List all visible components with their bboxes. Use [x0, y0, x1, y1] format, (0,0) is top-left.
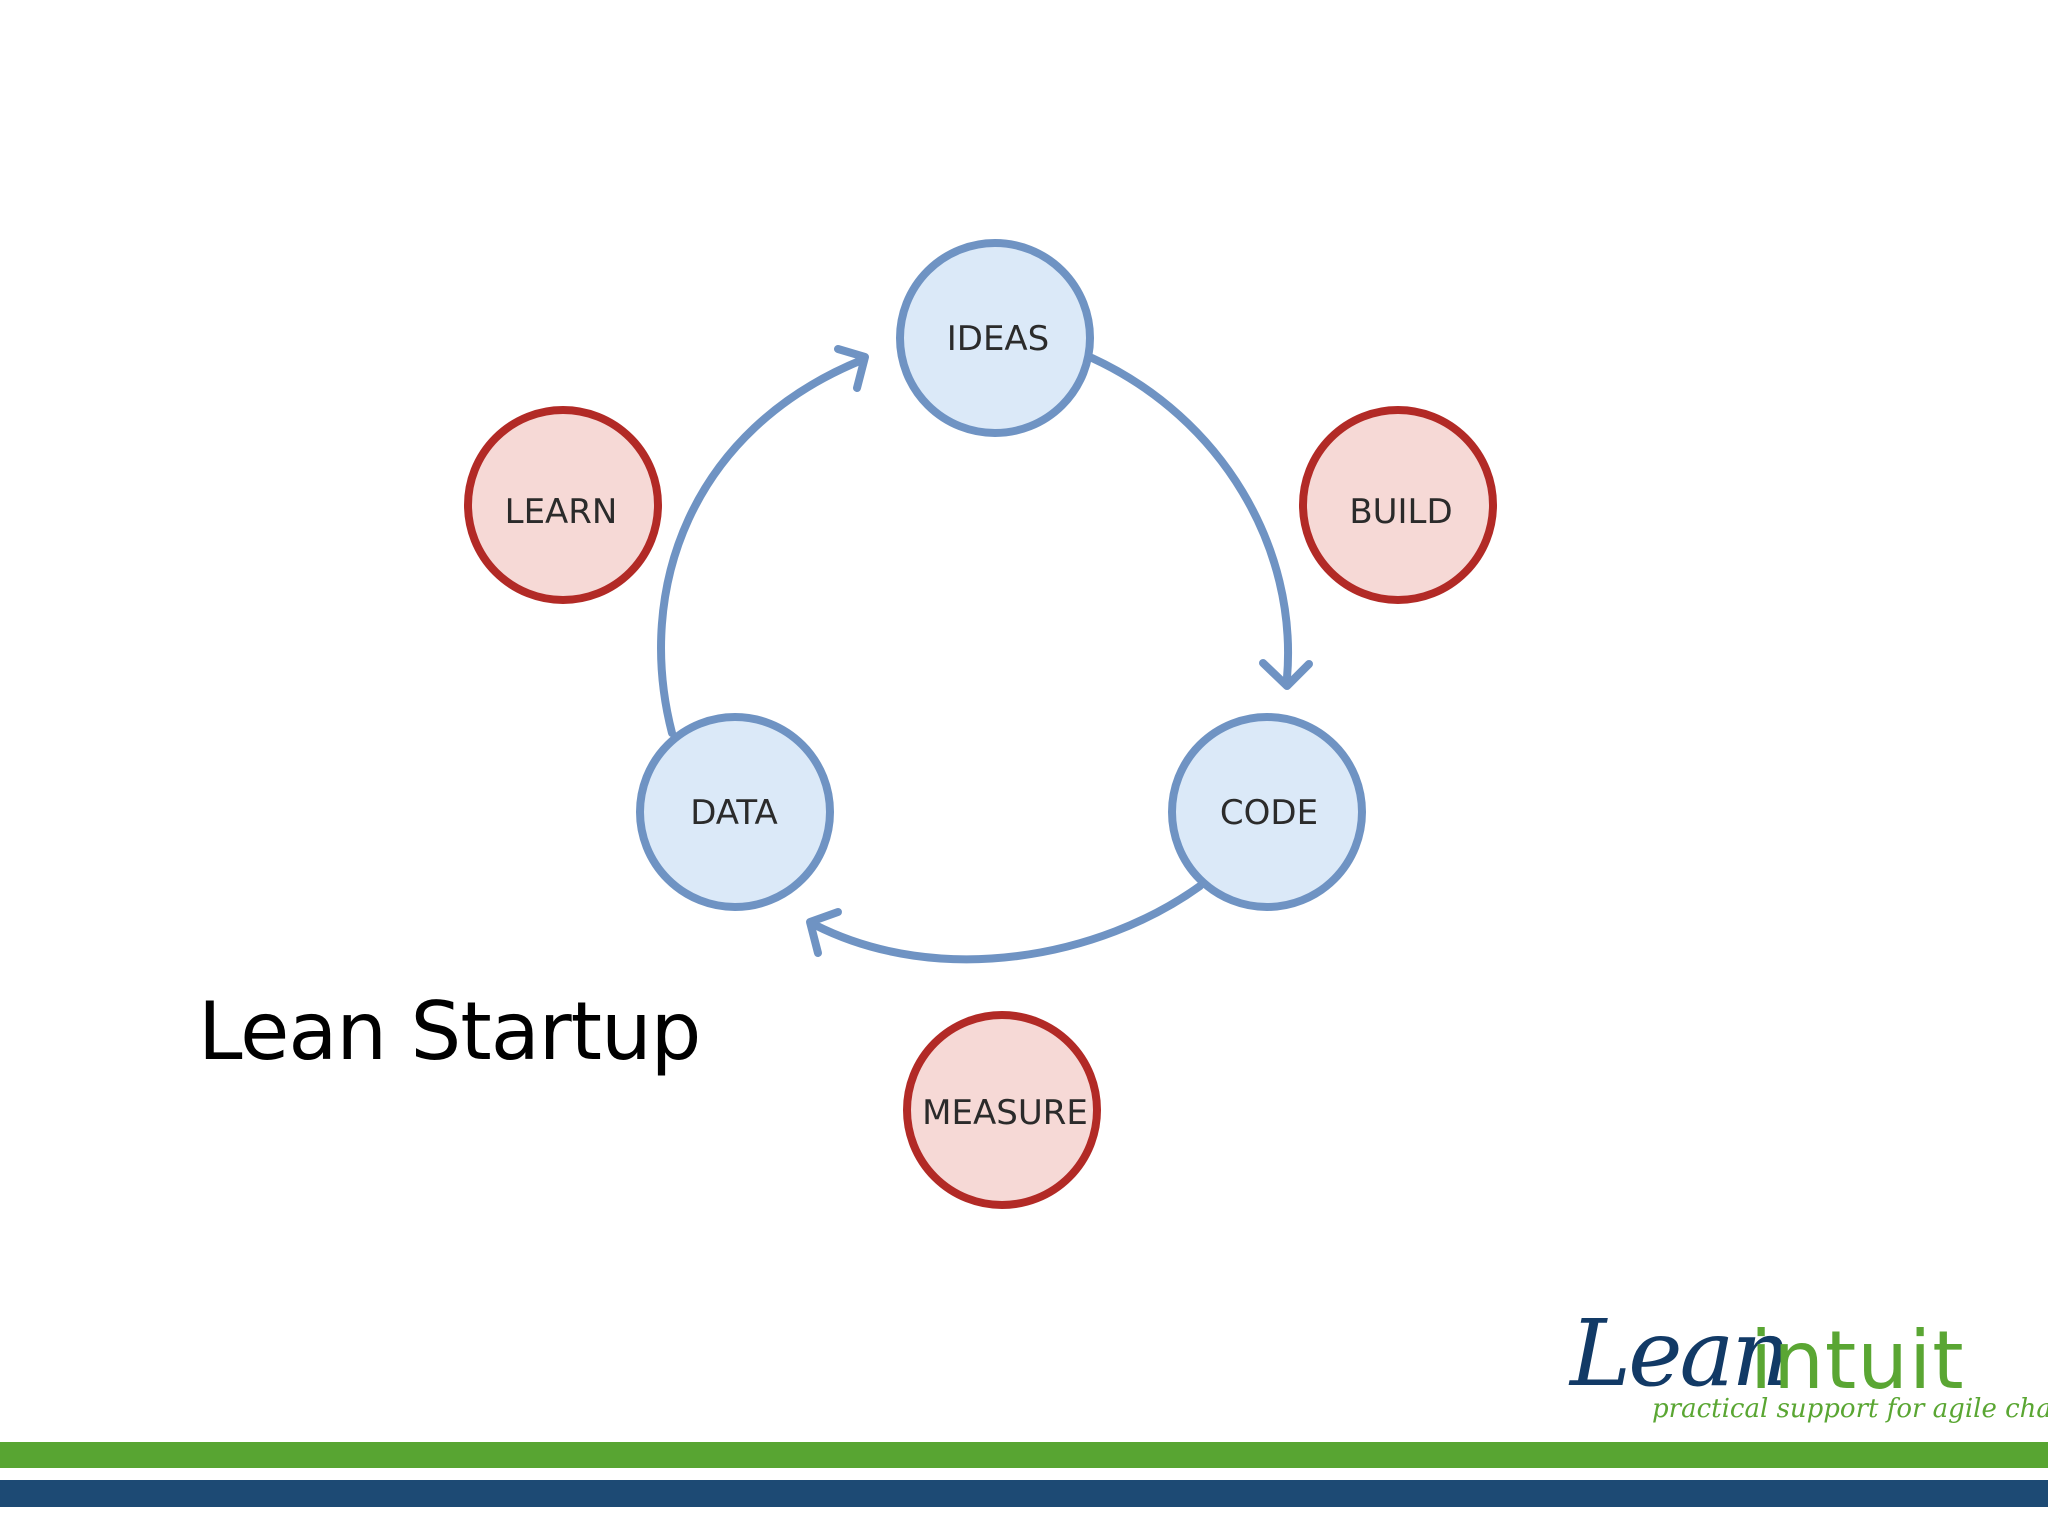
node-ideas: IDEAS [896, 239, 1094, 437]
node-build: BUILD [1299, 406, 1497, 604]
node-measure: MEASURE [903, 1011, 1101, 1209]
logo-tagline: practical support for agile change [1652, 1394, 2048, 1424]
arrow-ideas-to-code [1088, 354, 1292, 682]
arrow-data-to-ideas [657, 356, 866, 737]
node-data-label: DATA [690, 793, 778, 833]
node-learn: LEARN [464, 406, 662, 604]
node-measure-label: MEASURE [922, 1093, 1088, 1133]
footer-blue-bar [0, 1480, 2048, 1507]
logo-word-lean: Lean [1570, 1300, 1791, 1407]
cycle-arrows [657, 345, 1313, 964]
node-data: DATA [636, 713, 834, 911]
footer-green-bar [0, 1442, 2048, 1468]
node-code-label: CODE [1220, 793, 1318, 833]
arrowhead-code-to-data [806, 908, 842, 957]
logo-word-intuit: intuit [1750, 1314, 1965, 1407]
node-ideas-label: IDEAS [947, 319, 1050, 359]
node-code: CODE [1168, 713, 1366, 911]
node-learn-label: LEARN [505, 492, 618, 532]
node-build-label: BUILD [1349, 492, 1452, 532]
arrowhead-ideas-to-code [1259, 659, 1313, 690]
leanintuit-logo: Lean intuit practical support for agile … [1570, 1290, 2048, 1430]
arrowhead-data-to-ideas [834, 345, 869, 392]
arrow-code-to-data [811, 882, 1204, 964]
slide-title: Lean Startup [198, 985, 701, 1078]
